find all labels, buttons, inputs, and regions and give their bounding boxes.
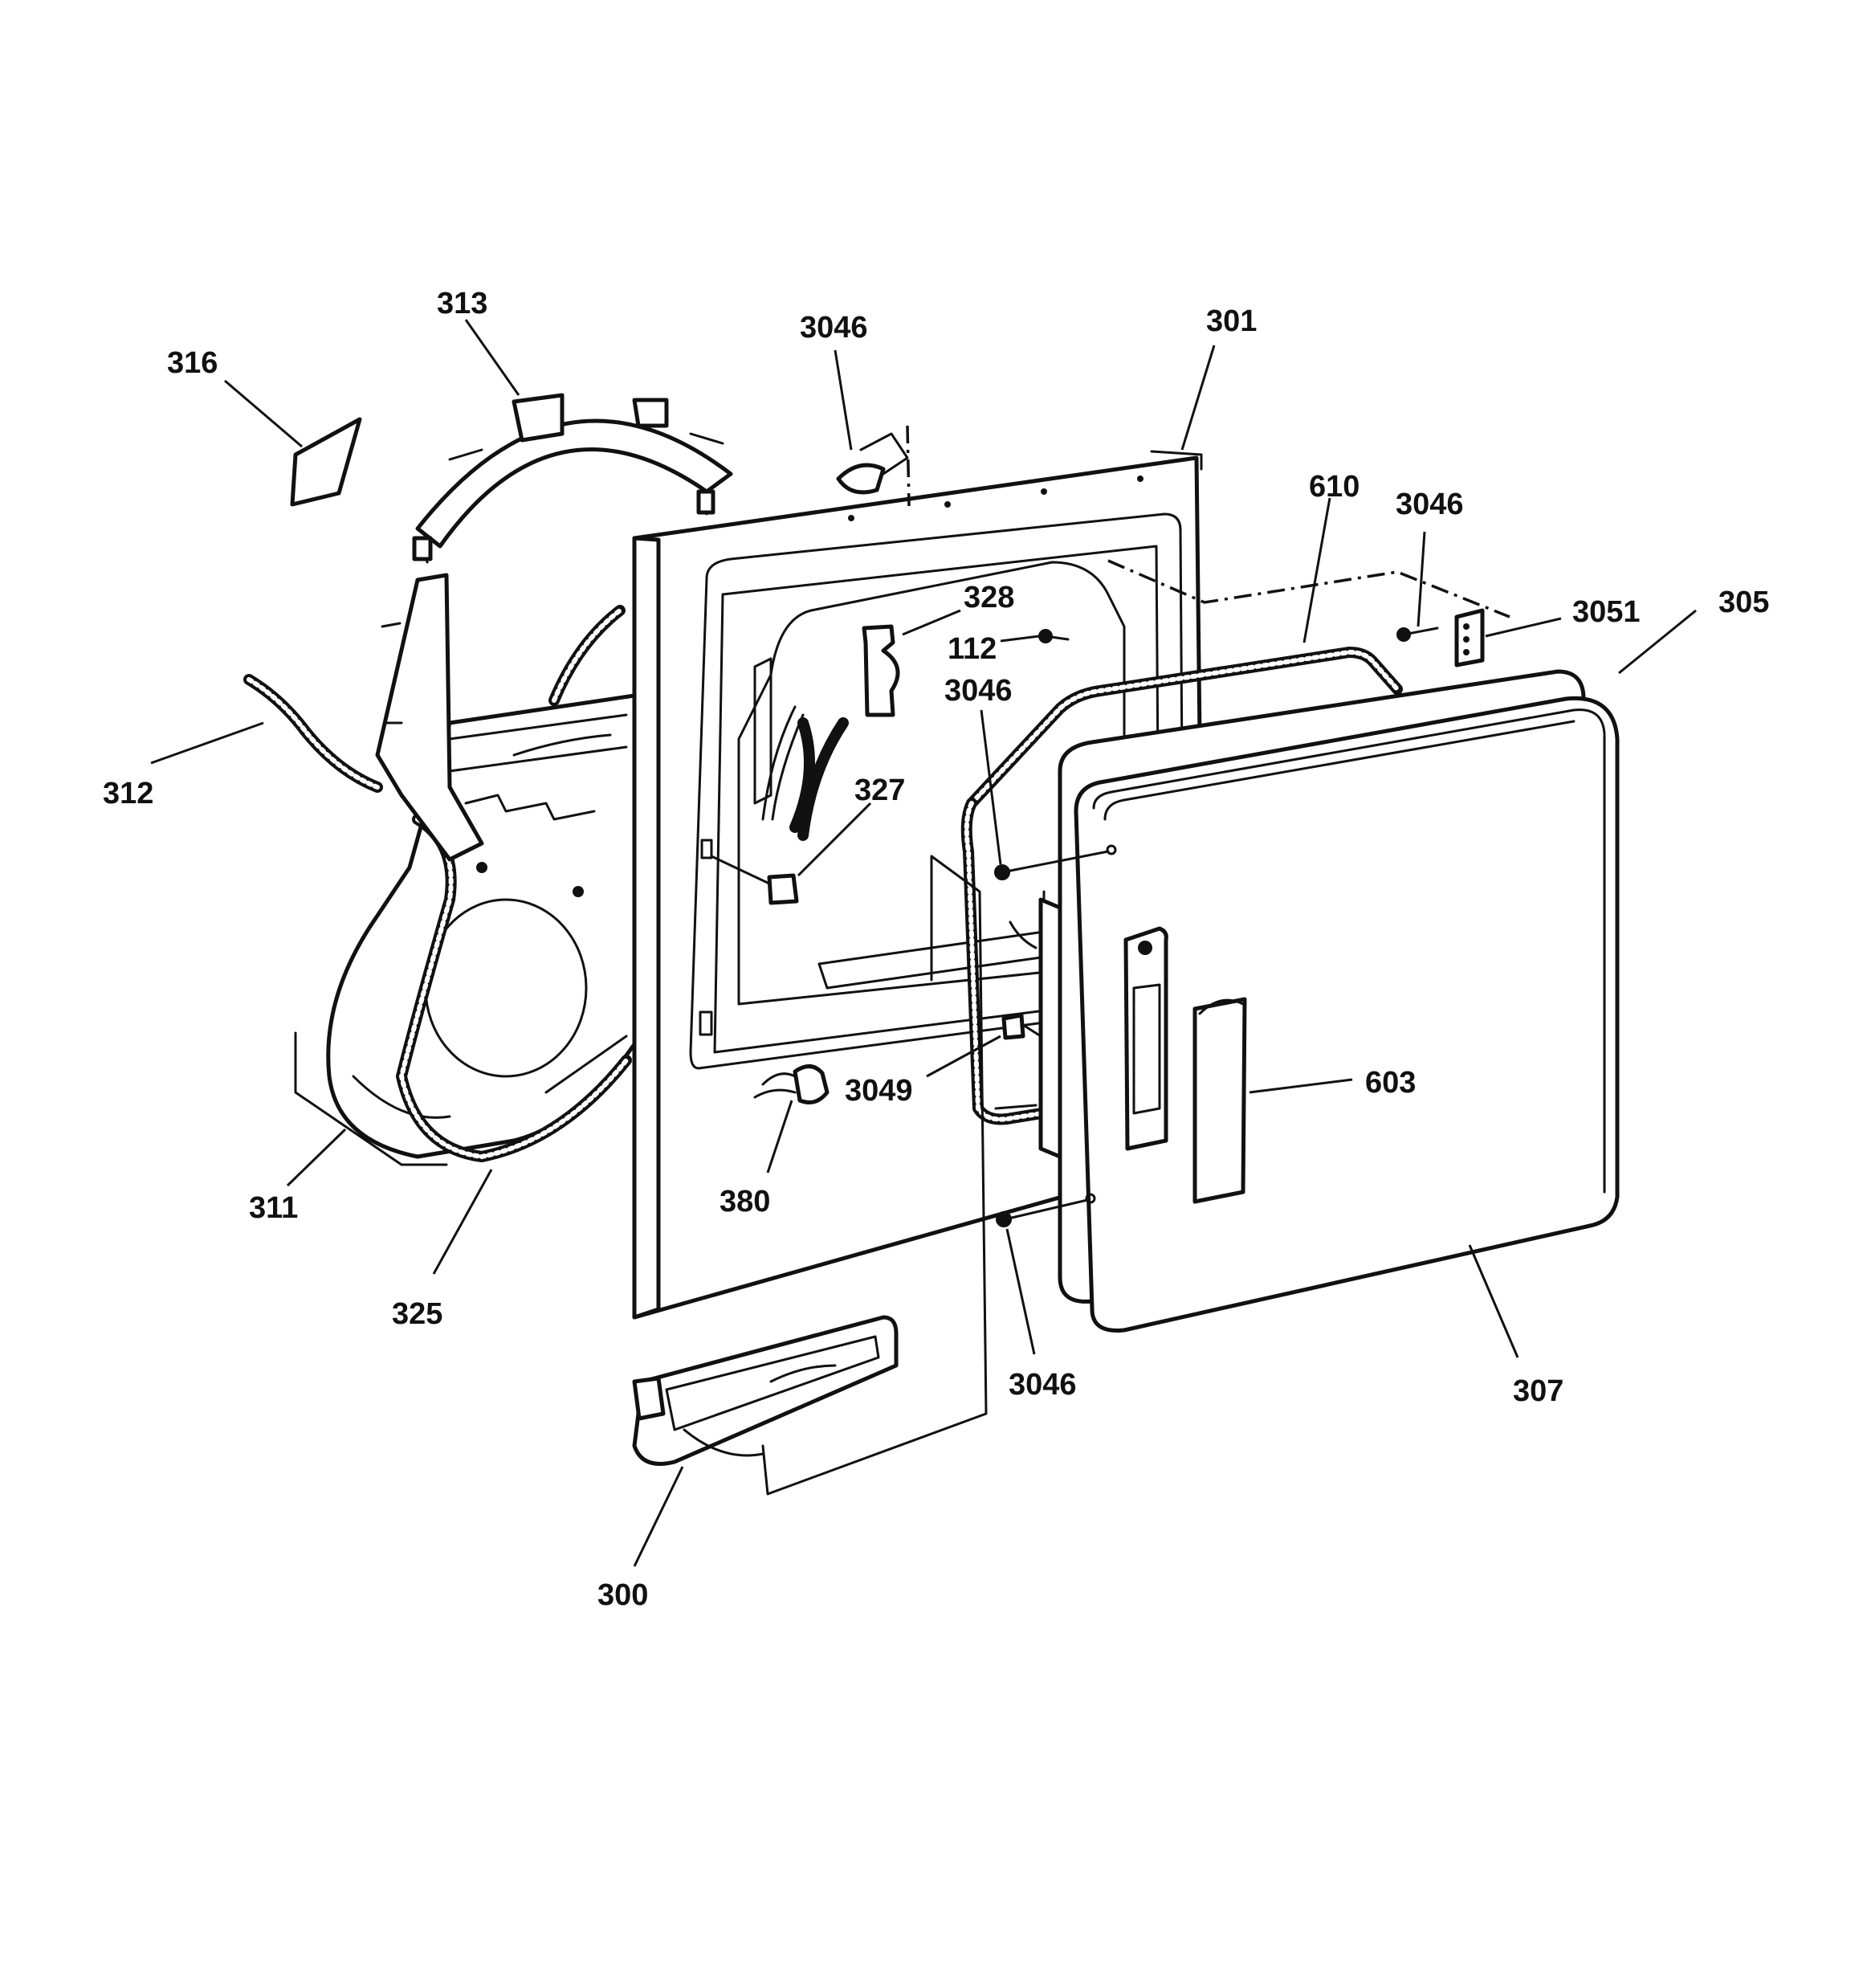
callout-316: 316	[167, 346, 218, 380]
callout-3046-top: 3046	[800, 311, 868, 345]
leader-bracket-300	[761, 855, 988, 1496]
callout-380: 380	[720, 1185, 770, 1219]
callout-3049: 3049	[845, 1074, 913, 1108]
part-300-lint-housing	[632, 1315, 899, 1466]
part-610-door-gasket	[960, 647, 1403, 1125]
part-mounting-arm	[375, 573, 484, 862]
part-3049-door-strike	[1001, 1013, 1042, 1040]
part-312-duct-hose	[243, 605, 626, 793]
part-latch-wire	[761, 705, 849, 841]
callout-610: 610	[1309, 470, 1360, 504]
callout-311: 311	[249, 1191, 298, 1225]
part-380-latch-knob	[753, 1064, 830, 1104]
part-328-latch-bracket	[862, 624, 900, 717]
callout-301: 301	[1206, 304, 1257, 338]
part-112-screw	[1038, 629, 1070, 643]
part-3046-bottom-screw	[996, 1193, 1096, 1227]
callout-labels: 316 313 3046 301 610 3046 3051 305 328 1…	[103, 287, 1769, 1612]
callout-3046-bottom: 3046	[1009, 1368, 1077, 1402]
leader-bracket-311	[294, 1031, 448, 1166]
callout-3051: 3051	[1572, 595, 1641, 629]
part-603-door-handle	[1192, 997, 1247, 1204]
callout-327: 327	[854, 774, 905, 807]
callout-312: 312	[103, 777, 153, 810]
callout-300: 300	[597, 1578, 648, 1612]
part-3046-top-hardware	[836, 425, 911, 507]
leader-lines	[150, 319, 1697, 1567]
part-305-outer-door	[1074, 696, 1620, 1333]
part-316-pad	[290, 417, 362, 507]
part-3046-mid-screw	[994, 844, 1117, 880]
callout-603: 603	[1365, 1066, 1416, 1100]
callout-112: 112	[948, 632, 997, 666]
part-313-upper-bracket	[412, 393, 733, 564]
part-311-bulkhead-duct	[326, 693, 637, 1159]
callout-3046-mid: 3046	[944, 674, 1013, 708]
part-3046-right-screw	[1396, 627, 1439, 642]
callout-313: 313	[437, 287, 487, 320]
callout-328: 328	[964, 581, 1014, 614]
part-325-seal	[396, 814, 632, 1162]
callout-3046-right: 3046	[1396, 488, 1464, 521]
part-327-switch	[710, 855, 799, 905]
alignment-line-top	[1107, 559, 1510, 618]
part-3051-hinge-plate	[1454, 608, 1485, 667]
callout-307: 307	[1513, 1374, 1563, 1408]
callout-325: 325	[392, 1297, 442, 1331]
callout-305: 305	[1718, 586, 1769, 619]
